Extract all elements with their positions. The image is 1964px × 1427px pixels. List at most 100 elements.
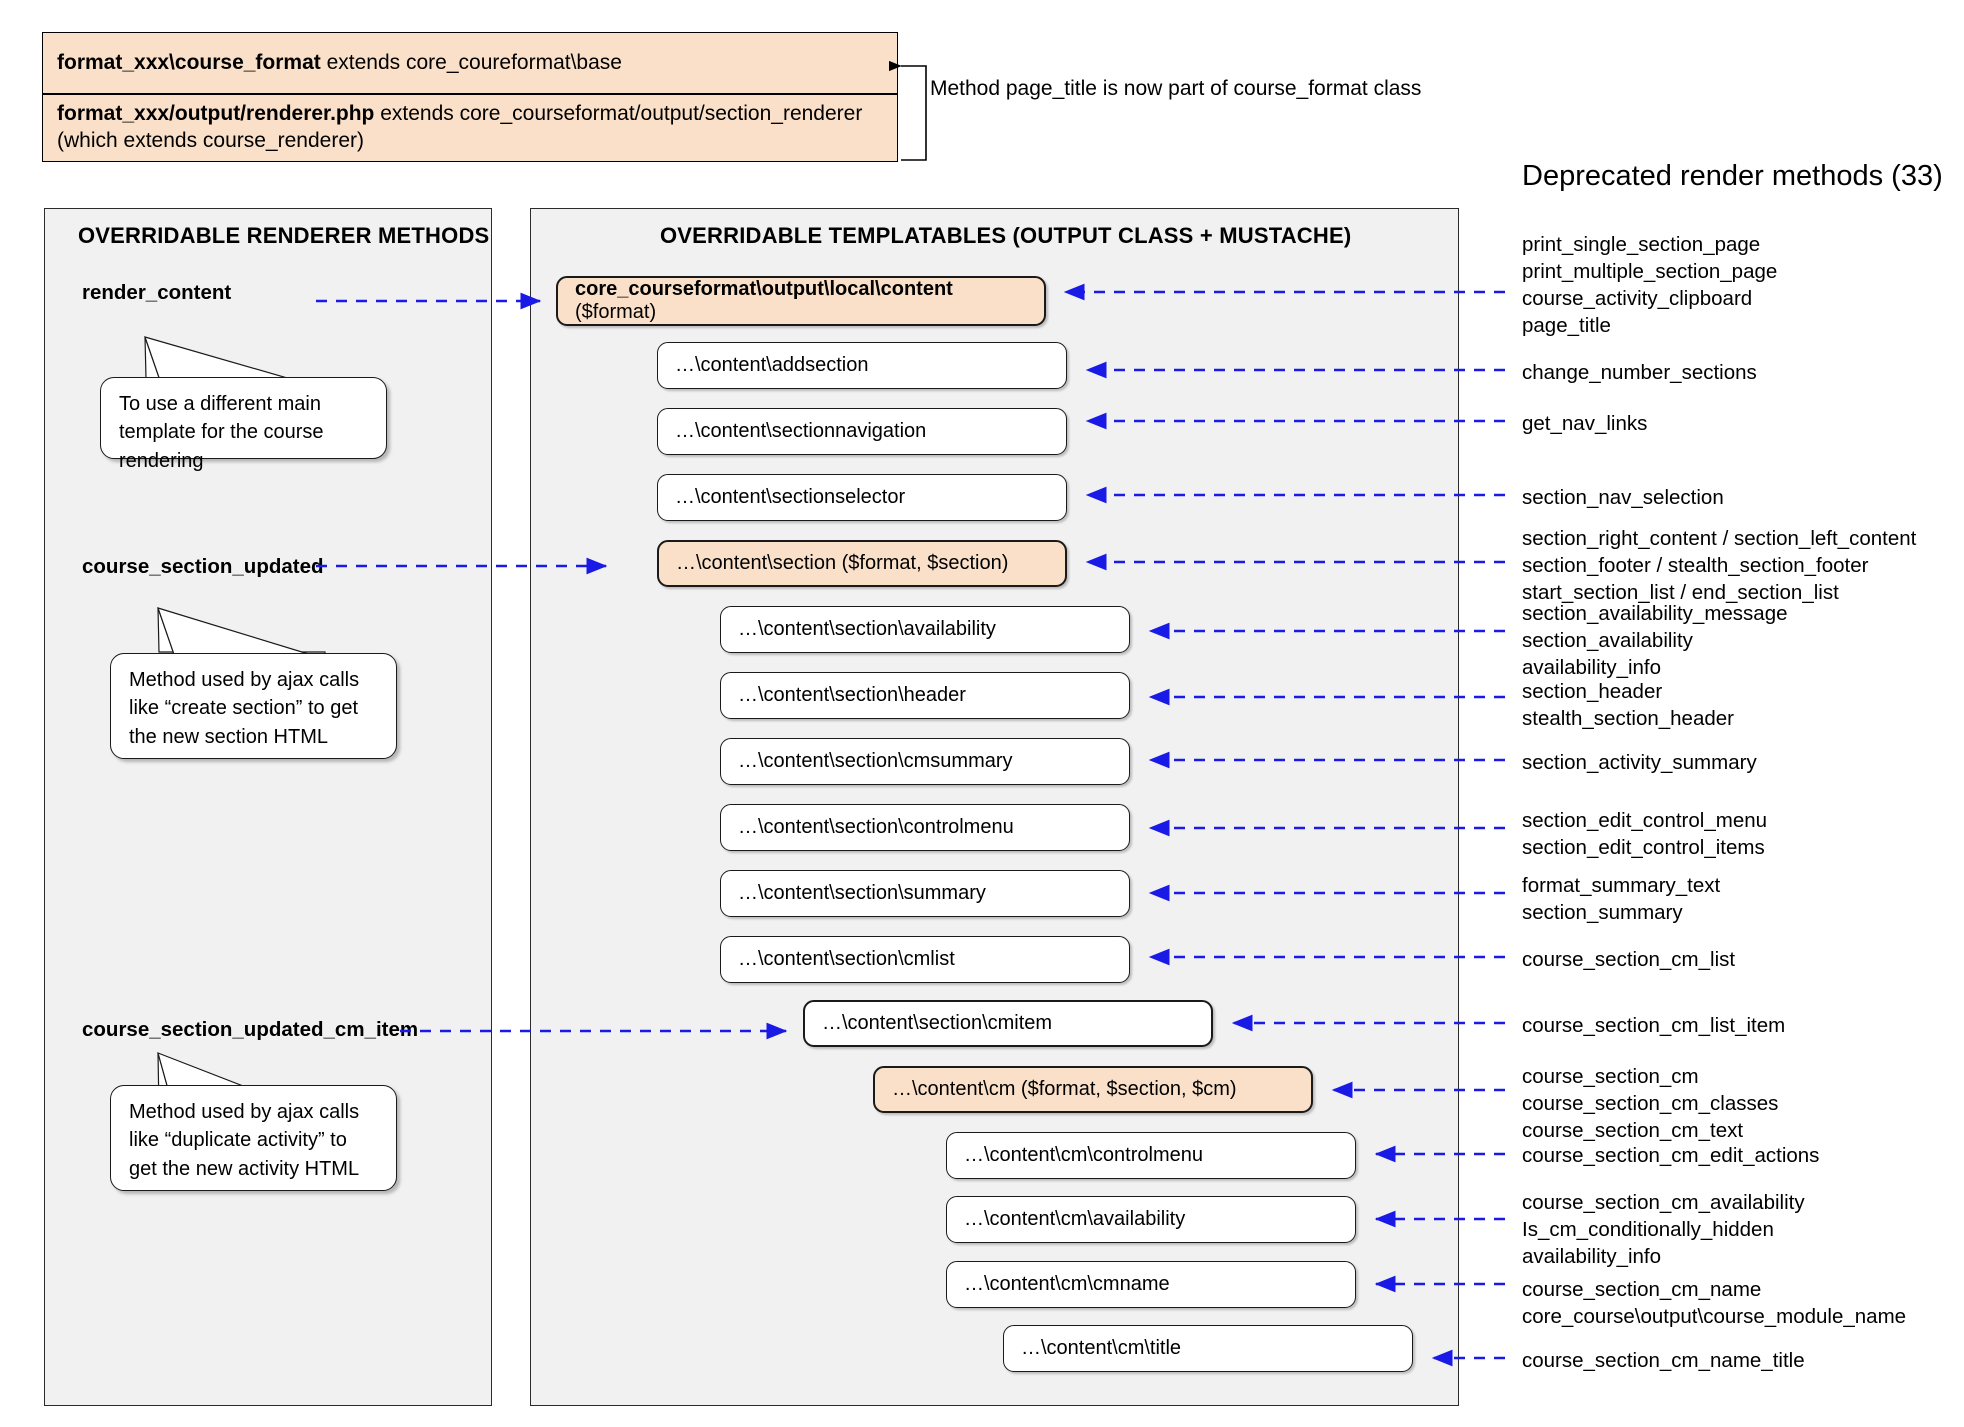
dep-line: course_section_cm_classes bbox=[1522, 1091, 1779, 1115]
templatable-sectionnavigation-label: …\content\sectionnavigation bbox=[675, 420, 927, 442]
templatable-sectionselector[interactable]: …\content\sectionselector bbox=[657, 474, 1067, 521]
dep-group-15: course_section_cm_name core_course\outpu… bbox=[1522, 1277, 1906, 1331]
dep-group-2: get_nav_links bbox=[1522, 411, 1647, 438]
dep-line: Is_cm_conditionally_hidden bbox=[1522, 1217, 1774, 1241]
method-course-section-updated: course_section_updated bbox=[82, 555, 324, 578]
dep-line: section_nav_selection bbox=[1522, 486, 1724, 509]
method-render-content: render_content bbox=[82, 281, 232, 304]
templatable-addsection[interactable]: …\content\addsection bbox=[657, 342, 1067, 389]
dep-group-6: section_header stealth_section_header bbox=[1522, 679, 1734, 733]
header-box2-bold: format_xxx/output/renderer.php bbox=[57, 102, 375, 126]
templatable-section-cmsummary-label: …\content\section\cmsummary bbox=[738, 750, 1013, 772]
templatable-section[interactable]: …\content\section ($format, $section) bbox=[657, 540, 1067, 587]
templatable-cm-availability-label: …\content\cm\availability bbox=[964, 1208, 1186, 1230]
dep-line: course_section_cm_list bbox=[1522, 948, 1736, 971]
dep-line: section_footer / stealth_section_footer bbox=[1522, 553, 1869, 577]
dep-line: section_activity_summary bbox=[1522, 751, 1757, 774]
header-box1-rest: extends core_coureformat\base bbox=[320, 50, 622, 74]
dep-line: start_section_list / end_section_list bbox=[1522, 580, 1839, 604]
callout-course-section-updated: Method used by ajax calls like “create s… bbox=[110, 653, 397, 759]
dep-line: section_edit_control_items bbox=[1522, 835, 1765, 859]
center-panel-title: OVERRIDABLE TEMPLATABLES (OUTPUT CLASS +… bbox=[660, 223, 1352, 248]
templatable-content-bold: core_courseformat\output\local\content bbox=[575, 278, 953, 300]
dep-line: course_section_cm bbox=[1522, 1065, 1699, 1088]
method-course-section-updated-cm-item: course_section_updated_cm_item bbox=[82, 1018, 419, 1041]
dep-line: format_summary_text bbox=[1522, 874, 1721, 897]
templatable-section-availability-label: …\content\section\availability bbox=[738, 618, 996, 640]
dep-group-5: section_availability_message section_ava… bbox=[1522, 601, 1788, 682]
templatable-section-summary-label: …\content\section\summary bbox=[738, 882, 986, 904]
templatable-cm-title-label: …\content\cm\title bbox=[1021, 1337, 1182, 1359]
dep-line: print_multiple_section_page bbox=[1522, 259, 1778, 283]
header-box1-bold: format_xxx\course_format bbox=[57, 50, 321, 74]
dep-group-8: section_edit_control_menu section_edit_c… bbox=[1522, 808, 1767, 862]
templatable-section-header[interactable]: …\content\section\header bbox=[720, 672, 1130, 719]
templatable-section-cmsummary[interactable]: …\content\section\cmsummary bbox=[720, 738, 1130, 785]
dep-group-9: format_summary_text section_summary bbox=[1522, 873, 1720, 927]
dep-group-10: course_section_cm_list bbox=[1522, 947, 1735, 974]
header-box-course-format: format_xxx\course_format extends core_co… bbox=[42, 32, 898, 94]
dep-line: section_header bbox=[1522, 680, 1663, 703]
dep-group-13: course_section_cm_edit_actions bbox=[1522, 1143, 1819, 1170]
dep-line: course_section_cm_name_title bbox=[1522, 1349, 1805, 1372]
header-box-renderer-php: format_xxx/output/renderer.php extends c… bbox=[42, 94, 898, 162]
dep-line: section_availability bbox=[1522, 628, 1693, 652]
templatable-section-header-label: …\content\section\header bbox=[738, 684, 966, 706]
templatable-sectionnavigation[interactable]: …\content\sectionnavigation bbox=[657, 408, 1067, 455]
templatable-cm-title[interactable]: …\content\cm\title bbox=[1003, 1325, 1413, 1372]
templatable-section-label: …\content\section ($format, $section) bbox=[676, 552, 1009, 574]
dep-line: section_summary bbox=[1522, 900, 1683, 924]
dep-line: section_right_content / section_left_con… bbox=[1522, 527, 1917, 550]
dep-group-1: change_number_sections bbox=[1522, 360, 1757, 387]
templatable-sectionselector-label: …\content\sectionselector bbox=[675, 486, 906, 508]
header-bracket bbox=[889, 60, 927, 161]
dep-line: course_section_cm_list_item bbox=[1522, 1014, 1786, 1037]
templatable-content-label: core_courseformat\output\local\content (… bbox=[575, 278, 1027, 324]
dep-line: course_activity_clipboard bbox=[1522, 286, 1753, 310]
templatable-cm-availability[interactable]: …\content\cm\availability bbox=[946, 1196, 1356, 1243]
templatable-cm-cmname-label: …\content\cm\cmname bbox=[964, 1273, 1170, 1295]
templatable-section-cmitem[interactable]: …\content\section\cmitem bbox=[803, 1000, 1213, 1047]
dep-line: core_course\output\course_module_name bbox=[1522, 1304, 1907, 1328]
callout-course-section-updated-cm-item: Method used by ajax calls like “duplicat… bbox=[110, 1085, 397, 1191]
dep-line: get_nav_links bbox=[1522, 412, 1648, 435]
dep-group-12: course_section_cm course_section_cm_clas… bbox=[1522, 1064, 1778, 1145]
dep-group-0: print_single_section_page print_multiple… bbox=[1522, 232, 1777, 339]
dep-line: section_availability_message bbox=[1522, 602, 1788, 625]
templatable-cm-controlmenu[interactable]: …\content\cm\controlmenu bbox=[946, 1132, 1356, 1179]
templatable-cm[interactable]: …\content\cm ($format, $section, $cm) bbox=[873, 1066, 1313, 1113]
callout-course-section-updated-text: Method used by ajax calls like “create s… bbox=[129, 669, 360, 748]
dep-line: course_section_cm_text bbox=[1522, 1118, 1744, 1142]
templatable-cm-label: …\content\cm ($format, $section, $cm) bbox=[892, 1078, 1237, 1100]
deprecated-title: Deprecated render methods (33) bbox=[1522, 160, 1943, 192]
templatable-section-controlmenu-label: …\content\section\controlmenu bbox=[738, 816, 1014, 838]
templatable-content-rest: ($format) bbox=[575, 301, 657, 323]
dep-line: availability_info bbox=[1522, 1244, 1662, 1268]
dep-group-14: course_section_cm_availability Is_cm_con… bbox=[1522, 1190, 1805, 1271]
templatable-cm-cmname[interactable]: …\content\cm\cmname bbox=[946, 1261, 1356, 1308]
callout-course-section-updated-cm-item-text: Method used by ajax calls like “duplicat… bbox=[129, 1101, 360, 1180]
callout-render-content-text: To use a different main template for the… bbox=[119, 393, 324, 472]
callout-render-content: To use a different main template for the… bbox=[100, 377, 387, 472]
dep-line: course_section_cm_availability bbox=[1522, 1191, 1805, 1214]
header-box-renderer-php-text: format_xxx/output/renderer.php extends c… bbox=[57, 101, 883, 155]
dep-group-11: course_section_cm_list_item bbox=[1522, 1013, 1785, 1040]
templatable-section-availability[interactable]: …\content\section\availability bbox=[720, 606, 1130, 653]
dep-line: stealth_section_header bbox=[1522, 706, 1734, 730]
dep-line: page_title bbox=[1522, 313, 1611, 337]
templatable-content[interactable]: core_courseformat\output\local\content (… bbox=[556, 276, 1046, 326]
templatable-section-cmlist[interactable]: …\content\section\cmlist bbox=[720, 936, 1130, 983]
templatable-section-controlmenu[interactable]: …\content\section\controlmenu bbox=[720, 804, 1130, 851]
header-box-course-format-text: format_xxx\course_format extends core_co… bbox=[57, 50, 622, 77]
dep-line: availability_info bbox=[1522, 655, 1662, 679]
dep-line: change_number_sections bbox=[1522, 361, 1757, 384]
templatable-section-summary[interactable]: …\content\section\summary bbox=[720, 870, 1130, 917]
dep-group-7: section_activity_summary bbox=[1522, 750, 1757, 777]
templatable-section-cmitem-label: …\content\section\cmitem bbox=[822, 1012, 1053, 1034]
left-panel-title: OVERRIDABLE RENDERER METHODS bbox=[78, 223, 490, 248]
templatable-addsection-label: …\content\addsection bbox=[675, 354, 869, 376]
dep-group-4: section_right_content / section_left_con… bbox=[1522, 526, 1916, 607]
templatable-section-cmlist-label: …\content\section\cmlist bbox=[738, 948, 955, 970]
dep-line: course_section_cm_edit_actions bbox=[1522, 1144, 1820, 1167]
